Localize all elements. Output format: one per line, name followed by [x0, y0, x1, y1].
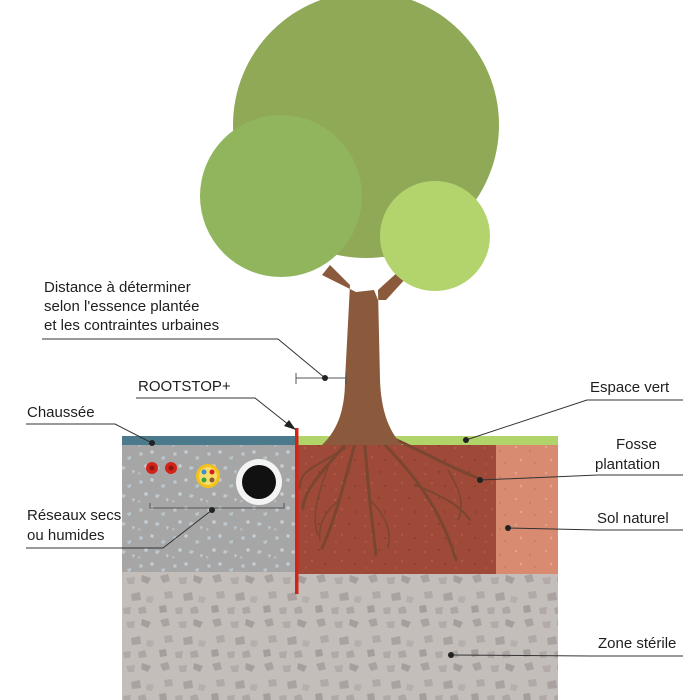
reseaux-label-line-1: Réseaux secs [27, 507, 121, 524]
cable-bundle-icon [196, 464, 220, 488]
reseaux-bracket [149, 503, 285, 509]
tree-trunk [322, 265, 407, 445]
fosse-label-line-1: Fosse [616, 436, 657, 453]
espace-vert-grass [297, 436, 558, 445]
pipe-icon [146, 462, 177, 474]
leader-lines [26, 338, 683, 657]
road-surface [122, 436, 297, 445]
leader-dots [149, 375, 511, 658]
fosse-label-line-2: plantation [595, 456, 660, 473]
zone-sterile-label: Zone stérile [598, 635, 676, 652]
reseaux-label-line-2: ou humides [27, 527, 105, 544]
rootstop-arrowhead [284, 420, 296, 430]
rootstop-label: ROOTSTOP+ [138, 378, 231, 395]
distance-dimension [295, 373, 347, 384]
canopy-left [200, 115, 362, 277]
sol-naturel-layer [496, 444, 558, 574]
distance-label-line-3: et les contraintes urbaines [44, 317, 219, 334]
distance-label-line-2: selon l'essence plantée [44, 298, 199, 315]
espace-vert-label: Espace vert [590, 379, 670, 396]
distance-label-line-1: Distance à déterminer [44, 279, 191, 296]
chaussee-label: Chaussée [27, 404, 95, 421]
large-pipe-icon [236, 459, 282, 505]
sol-naturel-label: Sol naturel [597, 510, 669, 527]
rootstop-barrier [295, 428, 299, 594]
canopy-small [380, 181, 490, 291]
fosse-plantation-layer [297, 444, 496, 574]
zone-sterile-layer [122, 572, 558, 700]
tree-roots [298, 436, 480, 562]
